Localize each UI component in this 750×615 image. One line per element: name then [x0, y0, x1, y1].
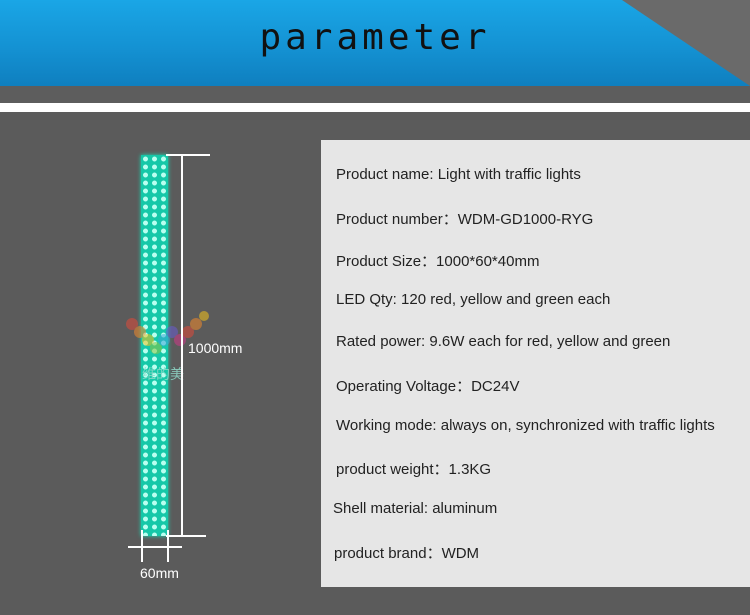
- spec-product-brand: product brand：WDM: [334, 545, 480, 562]
- page-title: parameter: [259, 17, 491, 58]
- spec-product-size: Product Size：1000*60*40mm: [336, 253, 540, 270]
- spec-operating-voltage: Operating Voltage：DC24V: [336, 378, 520, 395]
- spec-product-weight: product weight：1.3KG: [336, 461, 492, 478]
- specifications-panel: Product name: Light with traffic lights …: [321, 140, 750, 587]
- height-dimension-top-tick: [166, 154, 210, 156]
- divider-white: [0, 103, 750, 112]
- banner-corner-decoration: [622, 0, 750, 86]
- spec-product-name: Product name: Light with traffic lights: [336, 166, 581, 183]
- height-dimension-bottom-tick: [166, 535, 206, 537]
- height-dimension-line: [181, 155, 183, 536]
- watermark-logo: [126, 311, 209, 354]
- divider-dark: [0, 86, 750, 103]
- spec-working-mode: Working mode: always on, synchronized wi…: [336, 417, 715, 434]
- spec-shell-material: Shell material: aluminum: [333, 500, 498, 517]
- spec-rated-power: Rated power: 9.6W each for red, yellow a…: [336, 333, 671, 350]
- header-banner: parameter: [0, 0, 750, 86]
- width-dimension-label: 60mm: [140, 565, 179, 581]
- watermark-text: 维的美: [142, 367, 184, 383]
- width-dimension-line: [128, 546, 182, 548]
- spec-product-number: Product number：WDM-GD1000-RYG: [336, 211, 594, 228]
- spec-led-qty: LED Qty: 120 red, yellow and green each: [336, 291, 611, 308]
- height-dimension-label: 1000mm: [188, 340, 243, 356]
